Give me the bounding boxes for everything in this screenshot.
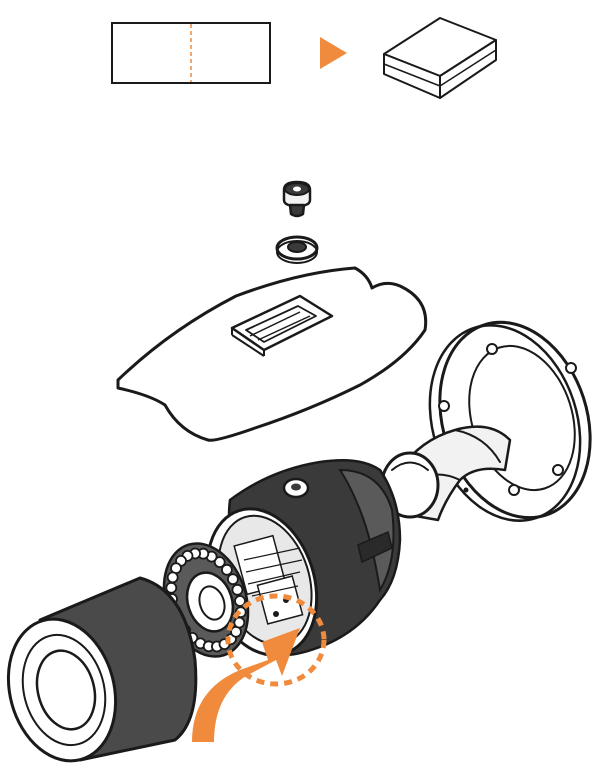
ir-led — [226, 573, 239, 586]
screw-icon — [282, 180, 312, 218]
sun-shield — [116, 266, 428, 442]
lens-cover — [6, 576, 198, 763]
mount-hole — [486, 343, 498, 355]
shield-slot — [230, 294, 334, 357]
mount-hole — [508, 484, 520, 496]
ir-led — [166, 571, 179, 584]
washer-icon — [275, 235, 319, 264]
tape-fold-step — [111, 22, 271, 84]
internal-board — [233, 534, 304, 625]
ir-led — [231, 583, 244, 596]
step-arrow-icon — [320, 37, 347, 69]
mount-hole — [552, 464, 564, 476]
mount-hole — [565, 362, 577, 374]
ir-led — [233, 616, 246, 629]
mount-hole — [438, 400, 450, 412]
adhesive-pad-icon — [383, 17, 497, 99]
rotate-arrow-icon — [192, 628, 300, 742]
ir-led — [165, 581, 178, 594]
ir-led — [220, 563, 233, 576]
ir-led — [213, 556, 226, 568]
rotation-indicator — [225, 593, 327, 687]
ir-led — [234, 595, 246, 607]
